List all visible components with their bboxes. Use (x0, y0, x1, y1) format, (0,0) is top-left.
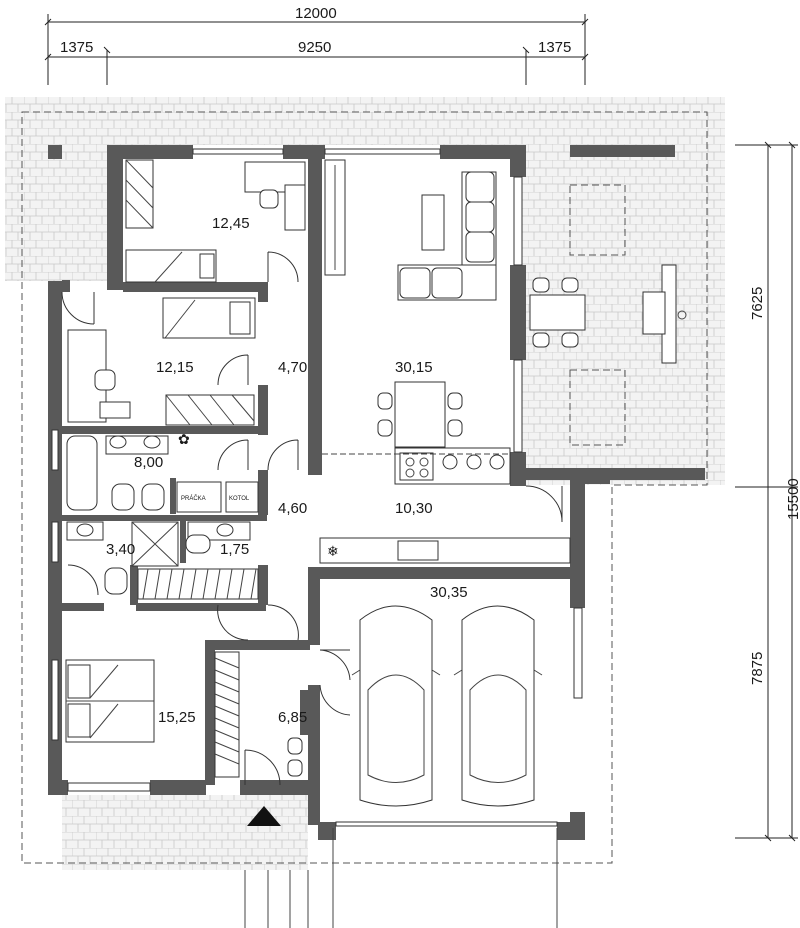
snowflake-icon: ❄ (327, 543, 339, 559)
windows (51, 148, 583, 827)
room-area-1-75: 1,75 (220, 541, 249, 558)
dim-right-upper: 7625 (749, 287, 766, 320)
room-area-30-15: 30,15 (395, 359, 433, 376)
right-dimensions: 7625 15500 7875 (735, 141, 800, 842)
washer-label: PRÁČKA (181, 495, 206, 502)
dim-right-lower: 7875 (749, 652, 766, 685)
boiler-label: KOTOL (229, 496, 250, 502)
room-area-8-00: 8,00 (134, 454, 163, 471)
car-right (453, 605, 543, 807)
dim-top-left: 1375 (60, 39, 93, 56)
dim-top-total: 12000 (295, 5, 337, 22)
plant-icon: ✿ (178, 431, 190, 447)
terrace-top (5, 97, 725, 145)
room-area-12-45: 12,45 (212, 215, 250, 232)
room-area-30-35: 30,35 (430, 584, 468, 601)
terrace-entrance (62, 795, 308, 870)
room-labels: 12,45 12,15 4,70 30,15 8,00 4,60 10,30 3… (106, 215, 468, 726)
room-area-3-40: 3,40 (106, 541, 135, 558)
room-area-4-70: 4,70 (278, 359, 307, 376)
terrace-left (5, 97, 107, 281)
room-area-10-30: 10,30 (395, 500, 433, 517)
entrance-arrow-icon (247, 806, 281, 826)
dim-right-total: 15500 (785, 478, 800, 520)
roof-outline (21, 111, 708, 864)
car-left (351, 605, 441, 807)
dim-top-right: 1375 (538, 39, 571, 56)
room-area-15-25: 15,25 (158, 709, 196, 726)
room-area-6-85: 6,85 (278, 709, 307, 726)
furniture: PRÁČKA KOTOL ✿ (48, 145, 705, 928)
doors (61, 251, 563, 786)
room-area-4-60: 4,60 (278, 500, 307, 517)
dim-top-mid: 9250 (298, 39, 331, 56)
top-dimensions: 12000 1375 9250 1375 (44, 5, 589, 85)
room-area-12-15: 12,15 (156, 359, 194, 376)
